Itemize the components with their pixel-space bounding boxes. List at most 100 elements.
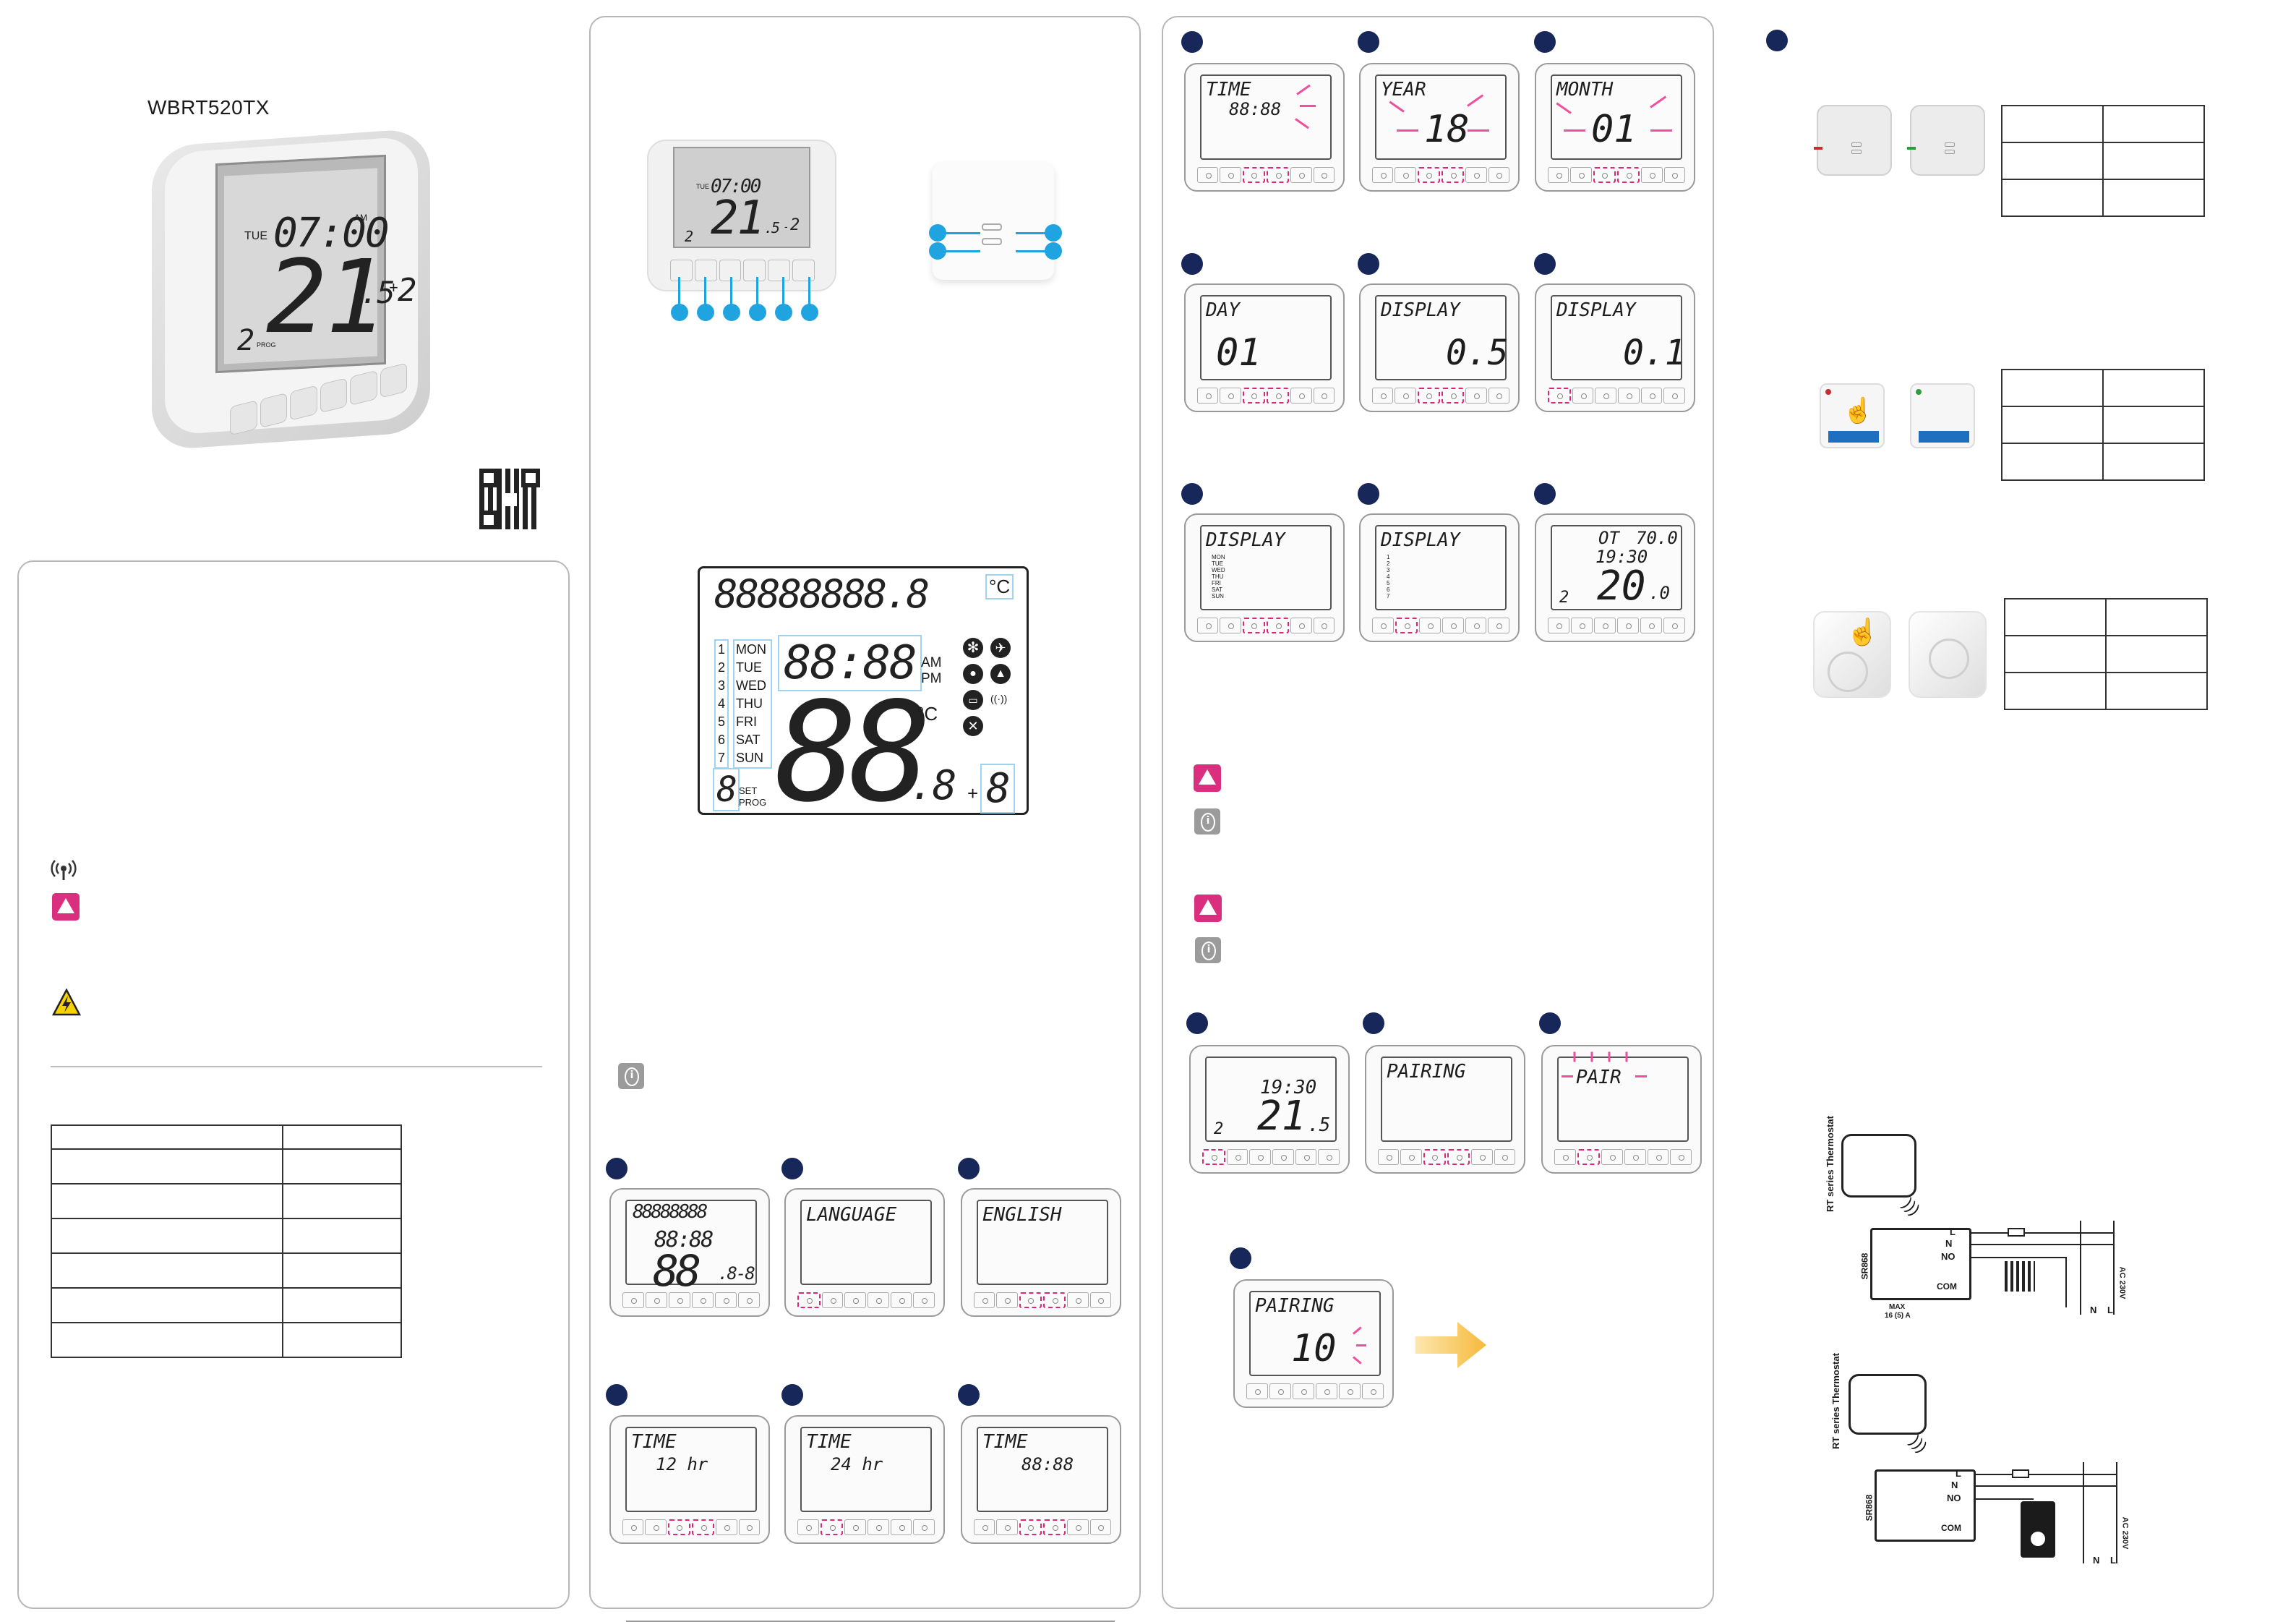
thermostat-time: 07:00 (273, 210, 390, 257)
electric-hazard-icon (51, 988, 82, 1016)
screen-language: LANGUAGE (784, 1188, 945, 1317)
thermostat-sign: + (389, 278, 398, 296)
page-footer-rule (626, 1621, 1115, 1622)
small-prog-num: 2 (685, 228, 693, 245)
step-marker (1539, 1012, 1561, 1034)
warning-icon (52, 893, 80, 921)
callout-marker (749, 304, 766, 321)
screen-pair-home: 19:30 21 .5 2 (1189, 1045, 1350, 1174)
thermostat-offset: 2 (398, 272, 416, 309)
max-label: MAX (1889, 1303, 1906, 1311)
lcd-clock: 88:88 (778, 635, 922, 691)
warning-icon (1194, 895, 1222, 922)
callout-marker (929, 242, 946, 260)
supply-l: L (2110, 1555, 2116, 1566)
wireless-icon (51, 857, 77, 883)
callout-marker (929, 224, 946, 242)
plane-icon: ✈ (990, 638, 1011, 658)
lcd-prog-num: 8 (713, 768, 740, 811)
battery-icon: ▭ (963, 690, 983, 710)
callout-marker (697, 304, 714, 321)
rating-label: 16 (5) A (1885, 1312, 1911, 1320)
screen-pair: PAIR (1541, 1045, 1702, 1174)
callout-marker (1045, 242, 1062, 260)
step-marker (781, 1158, 803, 1179)
thermostat-box (1849, 1374, 1927, 1435)
term-no: NO (1941, 1251, 1956, 1262)
specs-table (51, 1124, 402, 1358)
arrow-right-icon (1415, 1318, 1488, 1373)
thermostat-box (1841, 1134, 1916, 1198)
small-decimal: .5 (764, 219, 780, 236)
lcd-top-segments: 88888888.8 (714, 571, 930, 617)
lcd-offset: 8 (980, 764, 1015, 814)
screen-pairing: PAIRING (1365, 1045, 1525, 1174)
step-marker (1363, 1012, 1384, 1034)
flame-icon: ▲ (990, 664, 1011, 684)
term-n: N (1951, 1480, 1958, 1490)
wireless-icon: ((·)) (990, 693, 1008, 704)
small-thermostat-photo: TUE 07:00 21 .5 - 2 2 (647, 140, 836, 291)
thermostat-label: RT series Thermostat (1824, 1116, 1835, 1212)
plug-pressed: ☝ (1813, 611, 1891, 698)
step-marker (1181, 253, 1203, 275)
thermostat-prog-num: 2 (237, 324, 254, 357)
small-day: TUE (696, 183, 709, 190)
receiver-led-green (1907, 105, 1985, 176)
step-marker (1358, 31, 1379, 53)
callout-marker (775, 304, 792, 321)
wiring-diagram-1: RT series Thermostat ))) SR868 L N NO CO… (1804, 1116, 2129, 1320)
tools-icon: ✕ (963, 716, 983, 736)
hand-press-icon: ☝ (1843, 397, 1874, 424)
wiring-diagram-2: RT series Thermostat ))) SR868 L N NO CO… (1804, 1353, 2130, 1576)
thermostat-day: TUE (244, 230, 267, 242)
step-marker (606, 1384, 627, 1406)
receiver-photo (933, 163, 1054, 280)
supply-label: AC 230V (2117, 1266, 2127, 1299)
screen-lcd-test: 88888888 88:88 88 .8-8 (609, 1188, 770, 1317)
receiver-box (1870, 1228, 1971, 1300)
step-marker (1358, 253, 1379, 275)
term-l: L (1950, 1226, 1956, 1237)
led-table-plug (2004, 598, 2208, 710)
step-marker (1186, 1012, 1208, 1034)
step-marker (1766, 30, 1788, 51)
callout-marker (723, 304, 740, 321)
info-icon (1195, 937, 1221, 963)
small-offset: 2 (790, 216, 800, 234)
divider (51, 1066, 542, 1067)
receiver-label: SR868 (1859, 1252, 1870, 1280)
snowflake-icon: ✻ (963, 638, 983, 658)
led-table-receiver (2001, 105, 2205, 217)
lcd-prog: PROG (739, 797, 767, 808)
step-marker (958, 1158, 980, 1179)
small-sign: - (784, 221, 788, 232)
callout-marker (801, 304, 818, 321)
lcd-big-unit: °C (917, 703, 938, 725)
supply-n: N (2093, 1555, 2100, 1566)
lcd-top-unit: °C (985, 574, 1014, 599)
lcd-pm: PM (921, 671, 942, 686)
step-marker (1534, 483, 1556, 505)
panel-intro (17, 560, 570, 1609)
lcd-plus: + (967, 782, 979, 804)
step-marker (1534, 253, 1556, 275)
supply-label: AC 230V (2120, 1516, 2130, 1550)
plug-idle (1909, 611, 1987, 698)
step-marker (781, 1384, 803, 1406)
drop-icon: ● (963, 664, 983, 684)
lcd-set: SET (739, 785, 758, 796)
